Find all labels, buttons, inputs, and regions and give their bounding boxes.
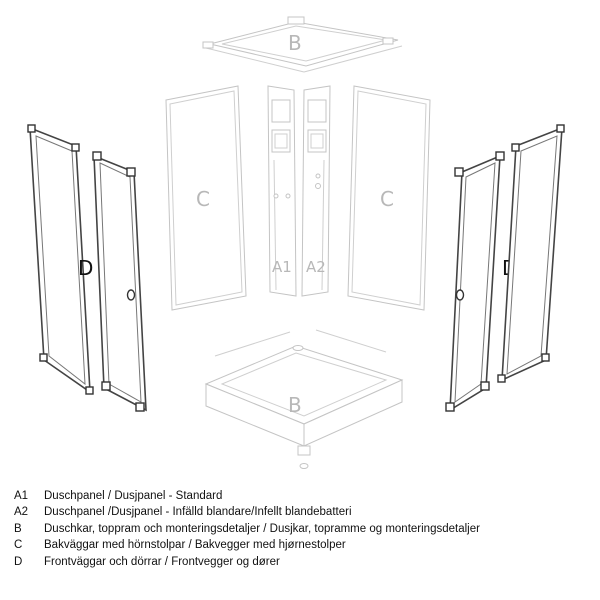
label-a1: A1 <box>272 258 292 276</box>
shower-panel-a2 <box>301 85 331 297</box>
label-c-left: C <box>196 187 210 211</box>
legend-text: Frontväggar och dörrar / Frontvegger og … <box>44 555 280 568</box>
label-d-left: D <box>78 256 93 280</box>
legend-text: Bakväggar med hörnstolpar / Bakvegger me… <box>44 539 346 552</box>
legend-row-b: B Duschkar, toppram och monteringsdetalj… <box>14 521 594 537</box>
legend-key: A2 <box>14 506 29 519</box>
back-wall-c-left <box>165 85 247 311</box>
legend-text: Duschpanel /Dusjpanel - Infälld blandare… <box>44 506 352 519</box>
legend-key: D <box>14 555 23 568</box>
legend-row-d: D Frontväggar och dörrar / Frontvegger o… <box>14 554 594 570</box>
legend-row-a1: A1 Duschpanel / Dusjpanel - Standard <box>14 488 594 504</box>
back-wall-c-right <box>347 85 431 311</box>
legend-text: Duschpanel / Dusjpanel - Standard <box>44 490 223 502</box>
legend-key: A1 <box>14 490 29 502</box>
shower-panel-a1 <box>267 85 297 297</box>
legend-text: Duschkar, toppram och monteringsdetaljer… <box>44 522 480 535</box>
exploded-shower-diagram: B C C A1 A2 <box>27 16 565 469</box>
parts-legend: A1 Duschpanel / Dusjpanel - Standard A2 … <box>14 488 594 570</box>
legend-row-a2: A2 Duschpanel /Dusjpanel - Infälld bland… <box>14 504 594 520</box>
label-c-right: C <box>380 187 394 211</box>
legend-row-c: C Bakväggar med hörnstolpar / Bakvegger … <box>14 537 594 553</box>
legend-key: C <box>14 539 23 552</box>
label-a2: A2 <box>306 258 326 276</box>
shower-tray-b <box>204 329 404 469</box>
top-frame-b <box>202 16 403 73</box>
legend-key: B <box>14 522 22 535</box>
door-d-right <box>445 151 505 412</box>
front-wall-d-left <box>27 124 94 395</box>
label-b-bottom: B <box>288 393 302 417</box>
door-d-left <box>92 151 147 412</box>
label-b-top: B <box>288 31 302 55</box>
front-wall-d-right <box>497 124 565 383</box>
